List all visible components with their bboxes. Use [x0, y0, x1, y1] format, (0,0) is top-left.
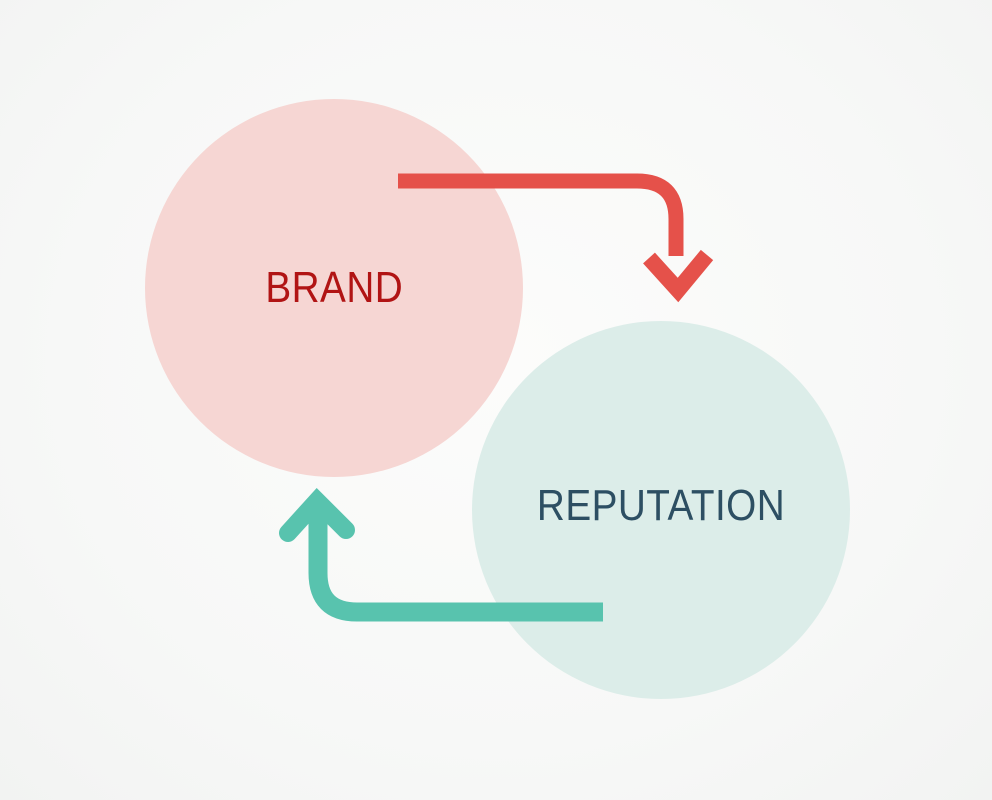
arrow-down-icon	[643, 249, 714, 303]
arrow-up-icon	[279, 487, 355, 542]
brand-node: BRAND	[145, 99, 523, 477]
reputation-label: REPUTATION	[536, 481, 786, 530]
brand-label: BRAND	[265, 263, 403, 312]
reputation-node: REPUTATION	[472, 321, 850, 699]
